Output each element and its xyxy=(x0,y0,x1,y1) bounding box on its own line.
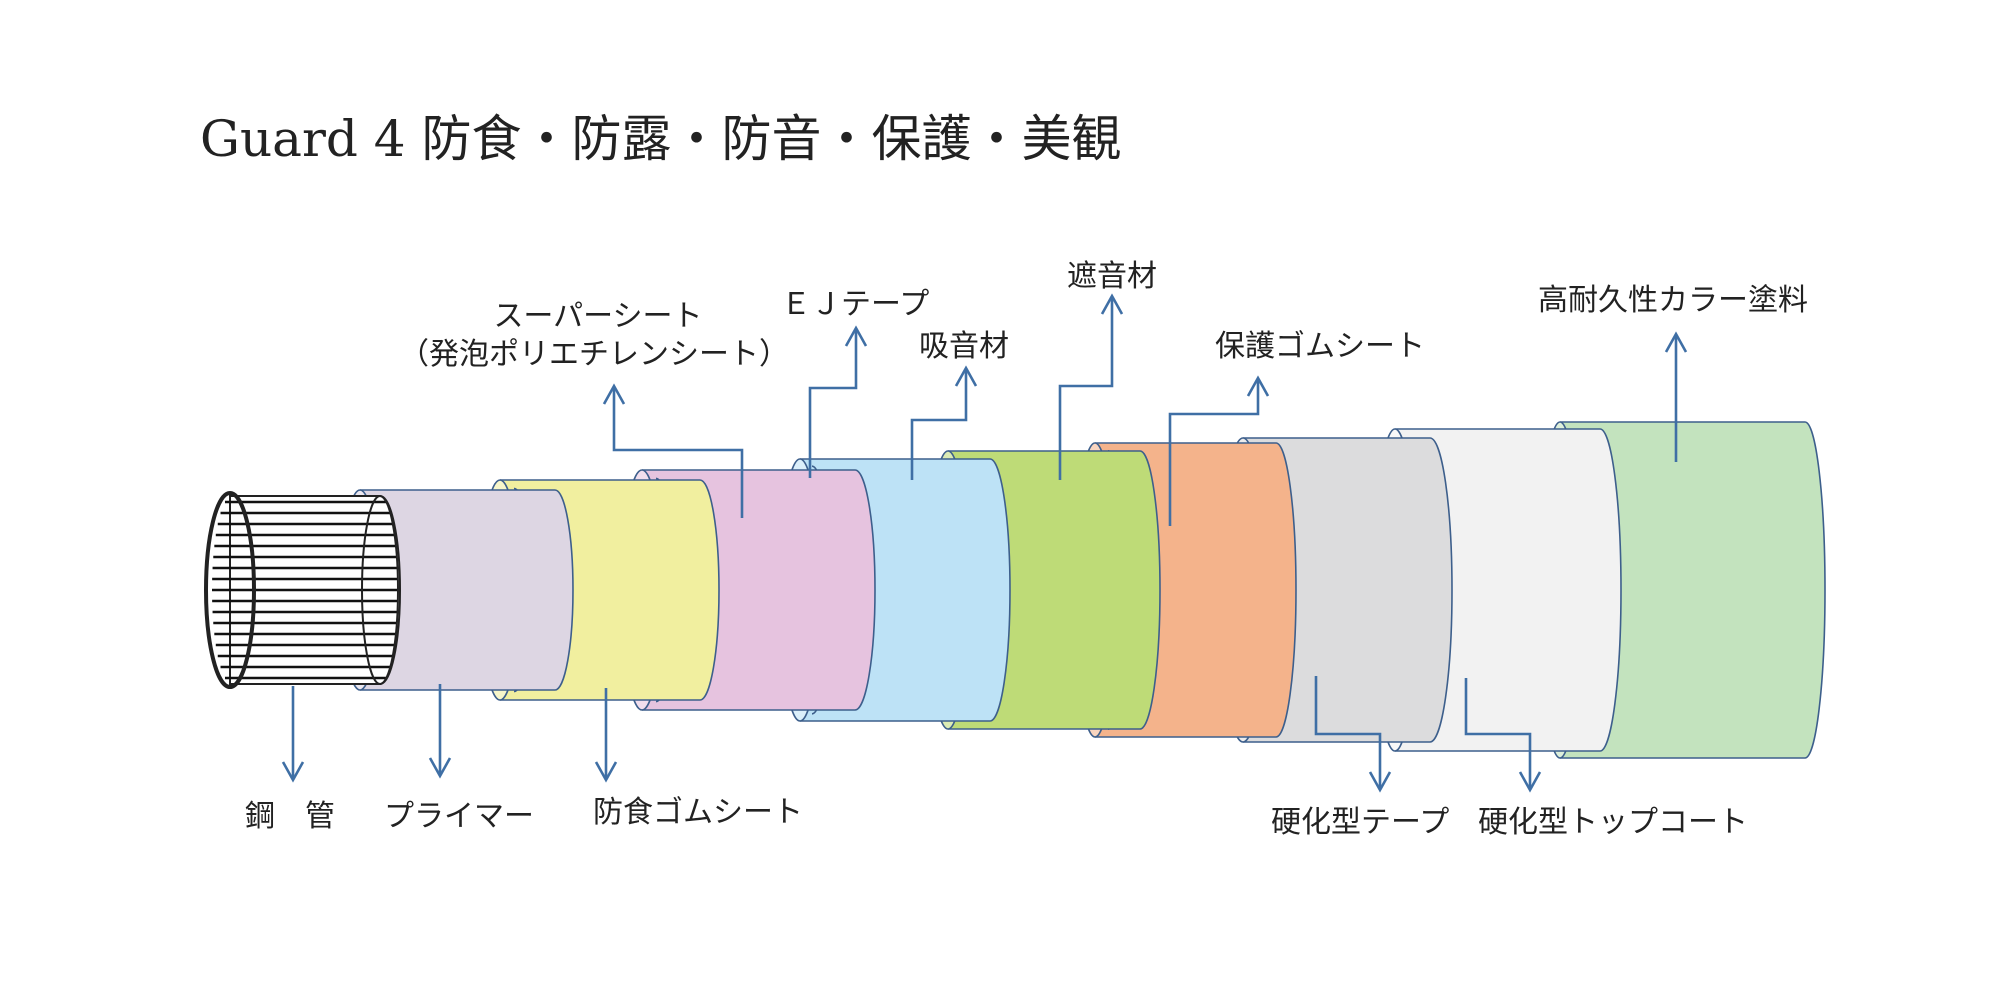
pipe-mouth xyxy=(204,491,256,689)
layer-steel-pipe xyxy=(204,491,401,689)
label-protective-rubber-sheet: 保護ゴムシート xyxy=(1215,329,1425,364)
leader-path xyxy=(910,368,968,480)
leader-ej-tape xyxy=(808,325,868,478)
leader-path xyxy=(1058,296,1114,480)
leader-super-sheet xyxy=(602,383,744,518)
arrow-head xyxy=(1100,293,1124,315)
label-primer: プライマー xyxy=(384,799,534,834)
leader-protective-rubber-sheet xyxy=(1168,375,1270,526)
pipe-back-edge xyxy=(361,495,399,685)
label-ej-tape: ＥＪテープ xyxy=(781,287,929,322)
layer-body xyxy=(1560,421,1826,759)
arrow-head xyxy=(844,325,868,347)
diagram-title: Guard 4 防食・防露・防音・保護・美観 xyxy=(200,110,1121,168)
arrow-head xyxy=(1368,771,1392,793)
arrow-head xyxy=(1246,375,1270,397)
label-anticorrosion-rubber-sheet: 防食ゴムシート xyxy=(593,795,803,830)
leader-path xyxy=(808,328,858,478)
leader-path xyxy=(1168,378,1260,526)
leader-steel-pipe xyxy=(281,686,305,783)
leader-primer xyxy=(428,684,452,779)
leader-anticorrosion-rubber-sheet xyxy=(594,688,618,783)
arrow-head xyxy=(428,757,452,779)
labels: 鋼 管 プライマー 防食ゴムシート スーパーシート （発泡ポリエチレンシート） … xyxy=(245,259,1808,840)
arrow-head xyxy=(602,383,626,405)
arrow-head xyxy=(1664,331,1688,353)
label-super-sheet: スーパーシート xyxy=(493,299,702,334)
arrow-head xyxy=(954,365,978,387)
leader-path xyxy=(612,386,744,518)
label-high-durability-paint: 高耐久性カラー塗料 xyxy=(1538,283,1808,318)
label-super-sheet-note: （発泡ポリエチレンシート） xyxy=(399,337,789,372)
leader-lines xyxy=(281,293,1688,793)
arrow-head xyxy=(594,761,618,783)
layer-body xyxy=(1395,428,1622,752)
arrow-head xyxy=(1518,771,1542,793)
pipe-layers xyxy=(204,421,1826,759)
leader-hardening-topcoat xyxy=(1464,678,1542,793)
leader-hardening-tape xyxy=(1314,676,1392,793)
label-sound-insulating: 遮音材 xyxy=(1067,259,1157,294)
arrow-head xyxy=(281,761,305,783)
leader-high-durability-paint xyxy=(1664,331,1688,462)
label-sound-absorbing: 吸音材 xyxy=(919,329,1009,364)
layer-body xyxy=(1243,437,1453,743)
label-steel-pipe: 鋼 管 xyxy=(245,799,335,834)
layer-body xyxy=(360,489,574,691)
leader-path xyxy=(1314,676,1382,790)
label-hardening-topcoat: 硬化型トップコート xyxy=(1478,805,1748,840)
label-hardening-tape: 硬化型テープ xyxy=(1271,805,1449,840)
leader-path xyxy=(1464,678,1532,790)
leader-sound-absorbing xyxy=(910,365,978,480)
leader-sound-insulating xyxy=(1058,293,1124,480)
